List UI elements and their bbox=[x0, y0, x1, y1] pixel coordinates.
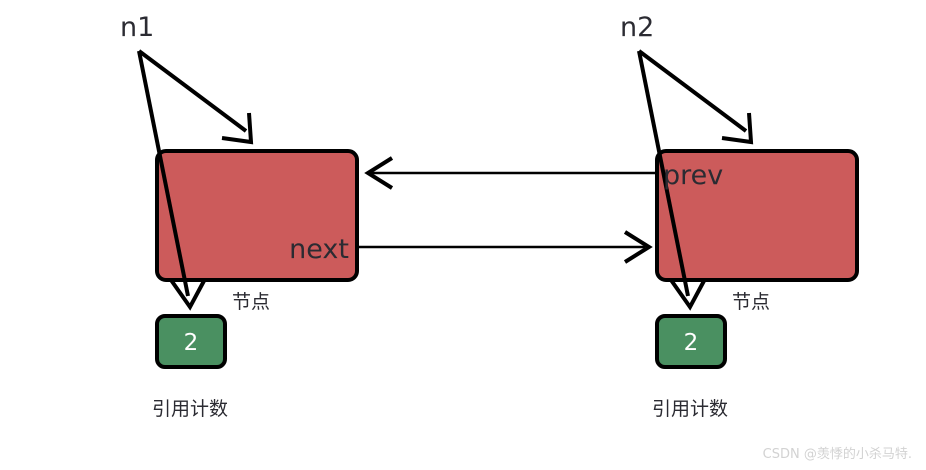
n1-to-refcount-arrowhead bbox=[169, 278, 207, 311]
next-link-arrowhead bbox=[623, 230, 653, 264]
left-node-next-field-label: next bbox=[289, 234, 349, 265]
left-node-box bbox=[155, 149, 359, 282]
n1-to-node-line bbox=[137, 49, 248, 133]
left-variable-label: n1 bbox=[120, 12, 154, 43]
right-refcount-caption: 引用计数 bbox=[652, 398, 728, 420]
n1-to-refcount-line bbox=[137, 50, 190, 297]
left-refcount-value: 2 bbox=[184, 330, 199, 356]
left-refcount-caption: 引用计数 bbox=[152, 398, 228, 420]
left-node-caption: 节点 bbox=[232, 291, 270, 313]
left-refcount-box bbox=[155, 314, 227, 369]
right-node-caption: 节点 bbox=[732, 291, 770, 313]
csdn-watermark: CSDN @羡悸的小杀马特. bbox=[762, 447, 912, 462]
prev-link-arrowhead bbox=[364, 156, 394, 190]
n2-to-node-arrowhead bbox=[721, 112, 754, 145]
n1-to-node-arrowhead bbox=[221, 112, 254, 145]
right-variable-label: n2 bbox=[620, 12, 654, 43]
right-node-box bbox=[655, 149, 859, 282]
n2-to-refcount-arrowhead bbox=[669, 278, 707, 311]
right-refcount-box bbox=[655, 314, 727, 369]
n2-to-refcount-line bbox=[637, 50, 690, 297]
right-node-prev-field-label: prev bbox=[663, 160, 723, 191]
n2-to-node-line bbox=[637, 49, 748, 133]
right-refcount-value: 2 bbox=[684, 330, 699, 356]
